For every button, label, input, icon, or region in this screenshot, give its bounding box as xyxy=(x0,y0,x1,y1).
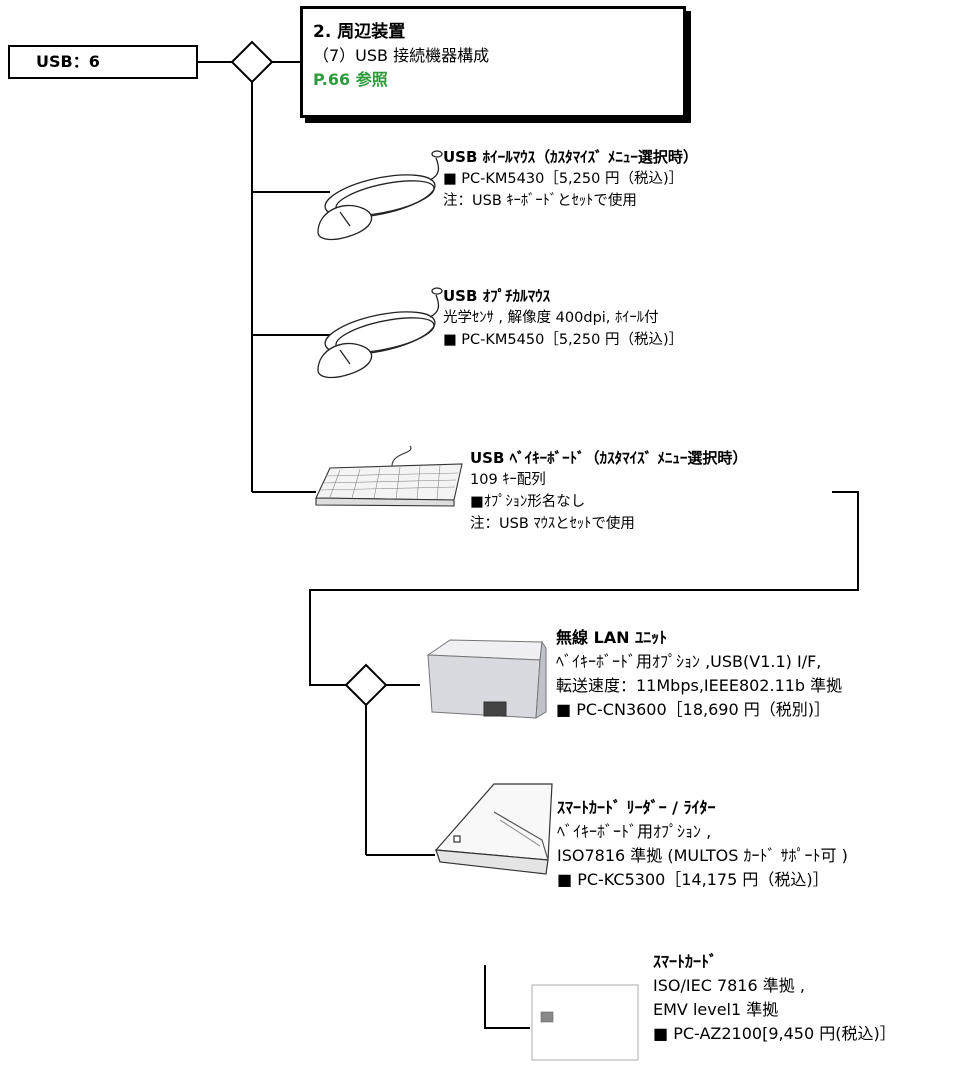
item-detail: ISO7816 準拠 (MULTOS ｶｰﾄﾞ ｻﾎﾟｰﾄ可 ) xyxy=(557,846,848,865)
item-name: ｽﾏｰﾄｶｰﾄﾞ ﾘｰﾀﾞｰ / ﾗｲﾀｰ xyxy=(557,798,716,817)
smart-card-icon xyxy=(531,984,639,1061)
wireless-lan-info: 無線 LAN ﾕﾆｯﾄ ﾍﾞｲｷｰﾎﾞｰﾄﾞ用ｵﾌﾟｼｮﾝ ,USB(V1.1)… xyxy=(556,626,842,722)
item-detail: ■ｵﾌﾟｼｮﾝ形名なし xyxy=(470,494,586,510)
connector-lines xyxy=(198,61,859,1029)
optical-mouse-info: USB ｵﾌﾟﾁｶﾙﾏｳｽ 光学ｾﾝｻ , 解像度 400dpi, ﾎｲｰﾙ付 … xyxy=(443,285,683,351)
reference-subtitle: （7）USB 接続機器構成 xyxy=(313,46,490,65)
item-name: 無線 LAN ﾕﾆｯﾄ xyxy=(556,628,668,647)
card-reader-icon xyxy=(434,783,553,875)
item-detail: 109 ｷｰ配列 xyxy=(470,472,546,488)
item-detail: 注：USB ｷｰﾎﾞｰﾄﾞとｾｯﾄで使用 xyxy=(443,193,637,209)
item-detail: ■ PC-KC5300［14,175 円（税込)］ xyxy=(557,870,829,889)
usb-keyboard-info: USB ﾍﾞｲｷｰﾎﾞｰﾄﾞ（ｶｽﾀﾏｲｽﾞ ﾒﾆｭｰ選択時） 109 ｷｰ配列… xyxy=(470,447,747,535)
item-detail: ■ PC-KM5450［5,250 円（税込)］ xyxy=(443,332,684,348)
item-detail: ■ PC-AZ2100[9,450 円(税込)］ xyxy=(653,1024,896,1043)
item-name: USB ﾍﾞｲｷｰﾎﾞｰﾄﾞ（ｶｽﾀﾏｲｽﾞ ﾒﾆｭｰ選択時） xyxy=(470,449,748,467)
item-detail: ■ PC-CN3600［18,690 円（税別)］ xyxy=(556,700,830,719)
reference-page-link[interactable]: P.66 参照 xyxy=(313,70,388,89)
lan-unit-icon xyxy=(426,639,547,719)
card-reader-info: ｽﾏｰﾄｶｰﾄﾞ ﾘｰﾀﾞｰ / ﾗｲﾀｰ ﾍﾞｲｷｰﾎﾞｰﾄﾞ用ｵﾌﾟｼｮﾝ … xyxy=(557,796,848,892)
usb-root-label: USB：6 xyxy=(36,52,100,71)
item-detail: ﾍﾞｲｷｰﾎﾞｰﾄﾞ用ｵﾌﾟｼｮﾝ ,USB(V1.1) I/F, xyxy=(556,652,822,671)
junction-diamond xyxy=(230,40,274,84)
item-detail: ISO/IEC 7816 準拠 , xyxy=(653,976,805,995)
wheel-mouse-info: USB ﾎｲｰﾙﾏｳｽ（ｶｽﾀﾏｲｽﾞ ﾒﾆｭｰ選択時） ■ PC-KM5430… xyxy=(443,146,698,212)
smart-card-info: ｽﾏｰﾄｶｰﾄﾞ ISO/IEC 7816 準拠 , EMV level1 準拠… xyxy=(653,950,896,1046)
item-detail: 転送速度：11Mbps,IEEE802.11b 準拠 xyxy=(556,676,843,695)
item-name: ｽﾏｰﾄｶｰﾄﾞ xyxy=(653,952,718,971)
item-detail: EMV level1 準拠 xyxy=(653,1000,779,1019)
reference-title: 2. 周辺装置 xyxy=(313,22,406,42)
item-detail: ﾍﾞｲｷｰﾎﾞｰﾄﾞ用ｵﾌﾟｼｮﾝ , xyxy=(557,822,712,841)
usb-root-box: USB：6 xyxy=(8,45,198,79)
wheel-mouse-icon xyxy=(317,150,443,241)
item-detail: 注：USB ﾏｳｽとｾｯﾄで使用 xyxy=(470,516,635,532)
reference-box: 2. 周辺装置 （7）USB 接続機器構成 P.66 参照 xyxy=(300,6,686,118)
item-name: USB ﾎｲｰﾙﾏｳｽ（ｶｽﾀﾏｲｽﾞ ﾒﾆｭｰ選択時） xyxy=(443,148,698,166)
item-detail: ■ PC-KM5430［5,250 円（税込)］ xyxy=(443,171,684,187)
optical-mouse-icon xyxy=(317,287,443,379)
junction-diamond xyxy=(344,663,388,707)
item-detail: 光学ｾﾝｻ , 解像度 400dpi, ﾎｲｰﾙ付 xyxy=(443,310,659,326)
keyboard-icon xyxy=(315,445,463,507)
item-name: USB ｵﾌﾟﾁｶﾙﾏｳｽ xyxy=(443,287,551,305)
